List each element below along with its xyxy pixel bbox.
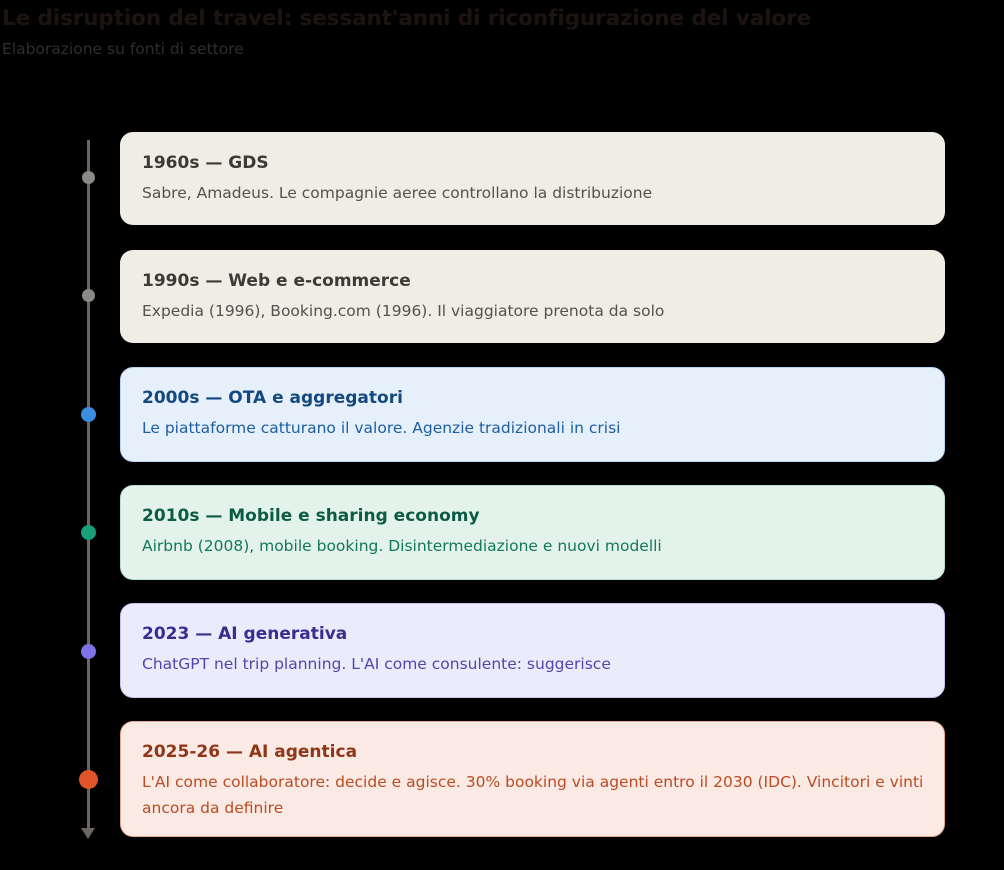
timeline-card-title: 2000s — OTA e aggregatori	[142, 388, 403, 408]
timeline-card-gds[interactable]: 1960s — GDS Sabre, Amadeus. Le compagnie …	[120, 132, 945, 225]
page-subtitle: Elaborazione su fonti di settore	[2, 40, 244, 58]
timeline-card-title: 1960s — GDS	[142, 153, 269, 173]
timeline-card-title: 2025-26 — AI agentica	[142, 742, 358, 762]
timeline-card-ota[interactable]: 2000s — OTA e aggregatori Le piattaforme …	[120, 367, 945, 462]
timeline-card-body: ChatGPT nel trip planning. L'AI come con…	[142, 655, 611, 673]
timeline-card-body: Expedia (1996), Booking.com (1996). Il v…	[142, 302, 665, 320]
timeline-card-body: Le piattaforme catturano il valore. Agen…	[142, 419, 621, 437]
timeline-card-title: 1990s — Web e e-commerce	[142, 271, 411, 291]
timeline-card-body: Airbnb (2008), mobile booking. Disinterm…	[142, 537, 662, 555]
timeline-card-body: L'AI come collaboratore: decide e agisce…	[142, 773, 924, 817]
timeline-card-body: Sabre, Amadeus. Le compagnie aeree contr…	[142, 184, 653, 202]
timeline-card-title: 2010s — Mobile e sharing economy	[142, 506, 480, 526]
timeline-card-title: 2023 — AI generativa	[142, 624, 348, 644]
page-title: Le disruption del travel: sessant'anni d…	[2, 6, 812, 31]
